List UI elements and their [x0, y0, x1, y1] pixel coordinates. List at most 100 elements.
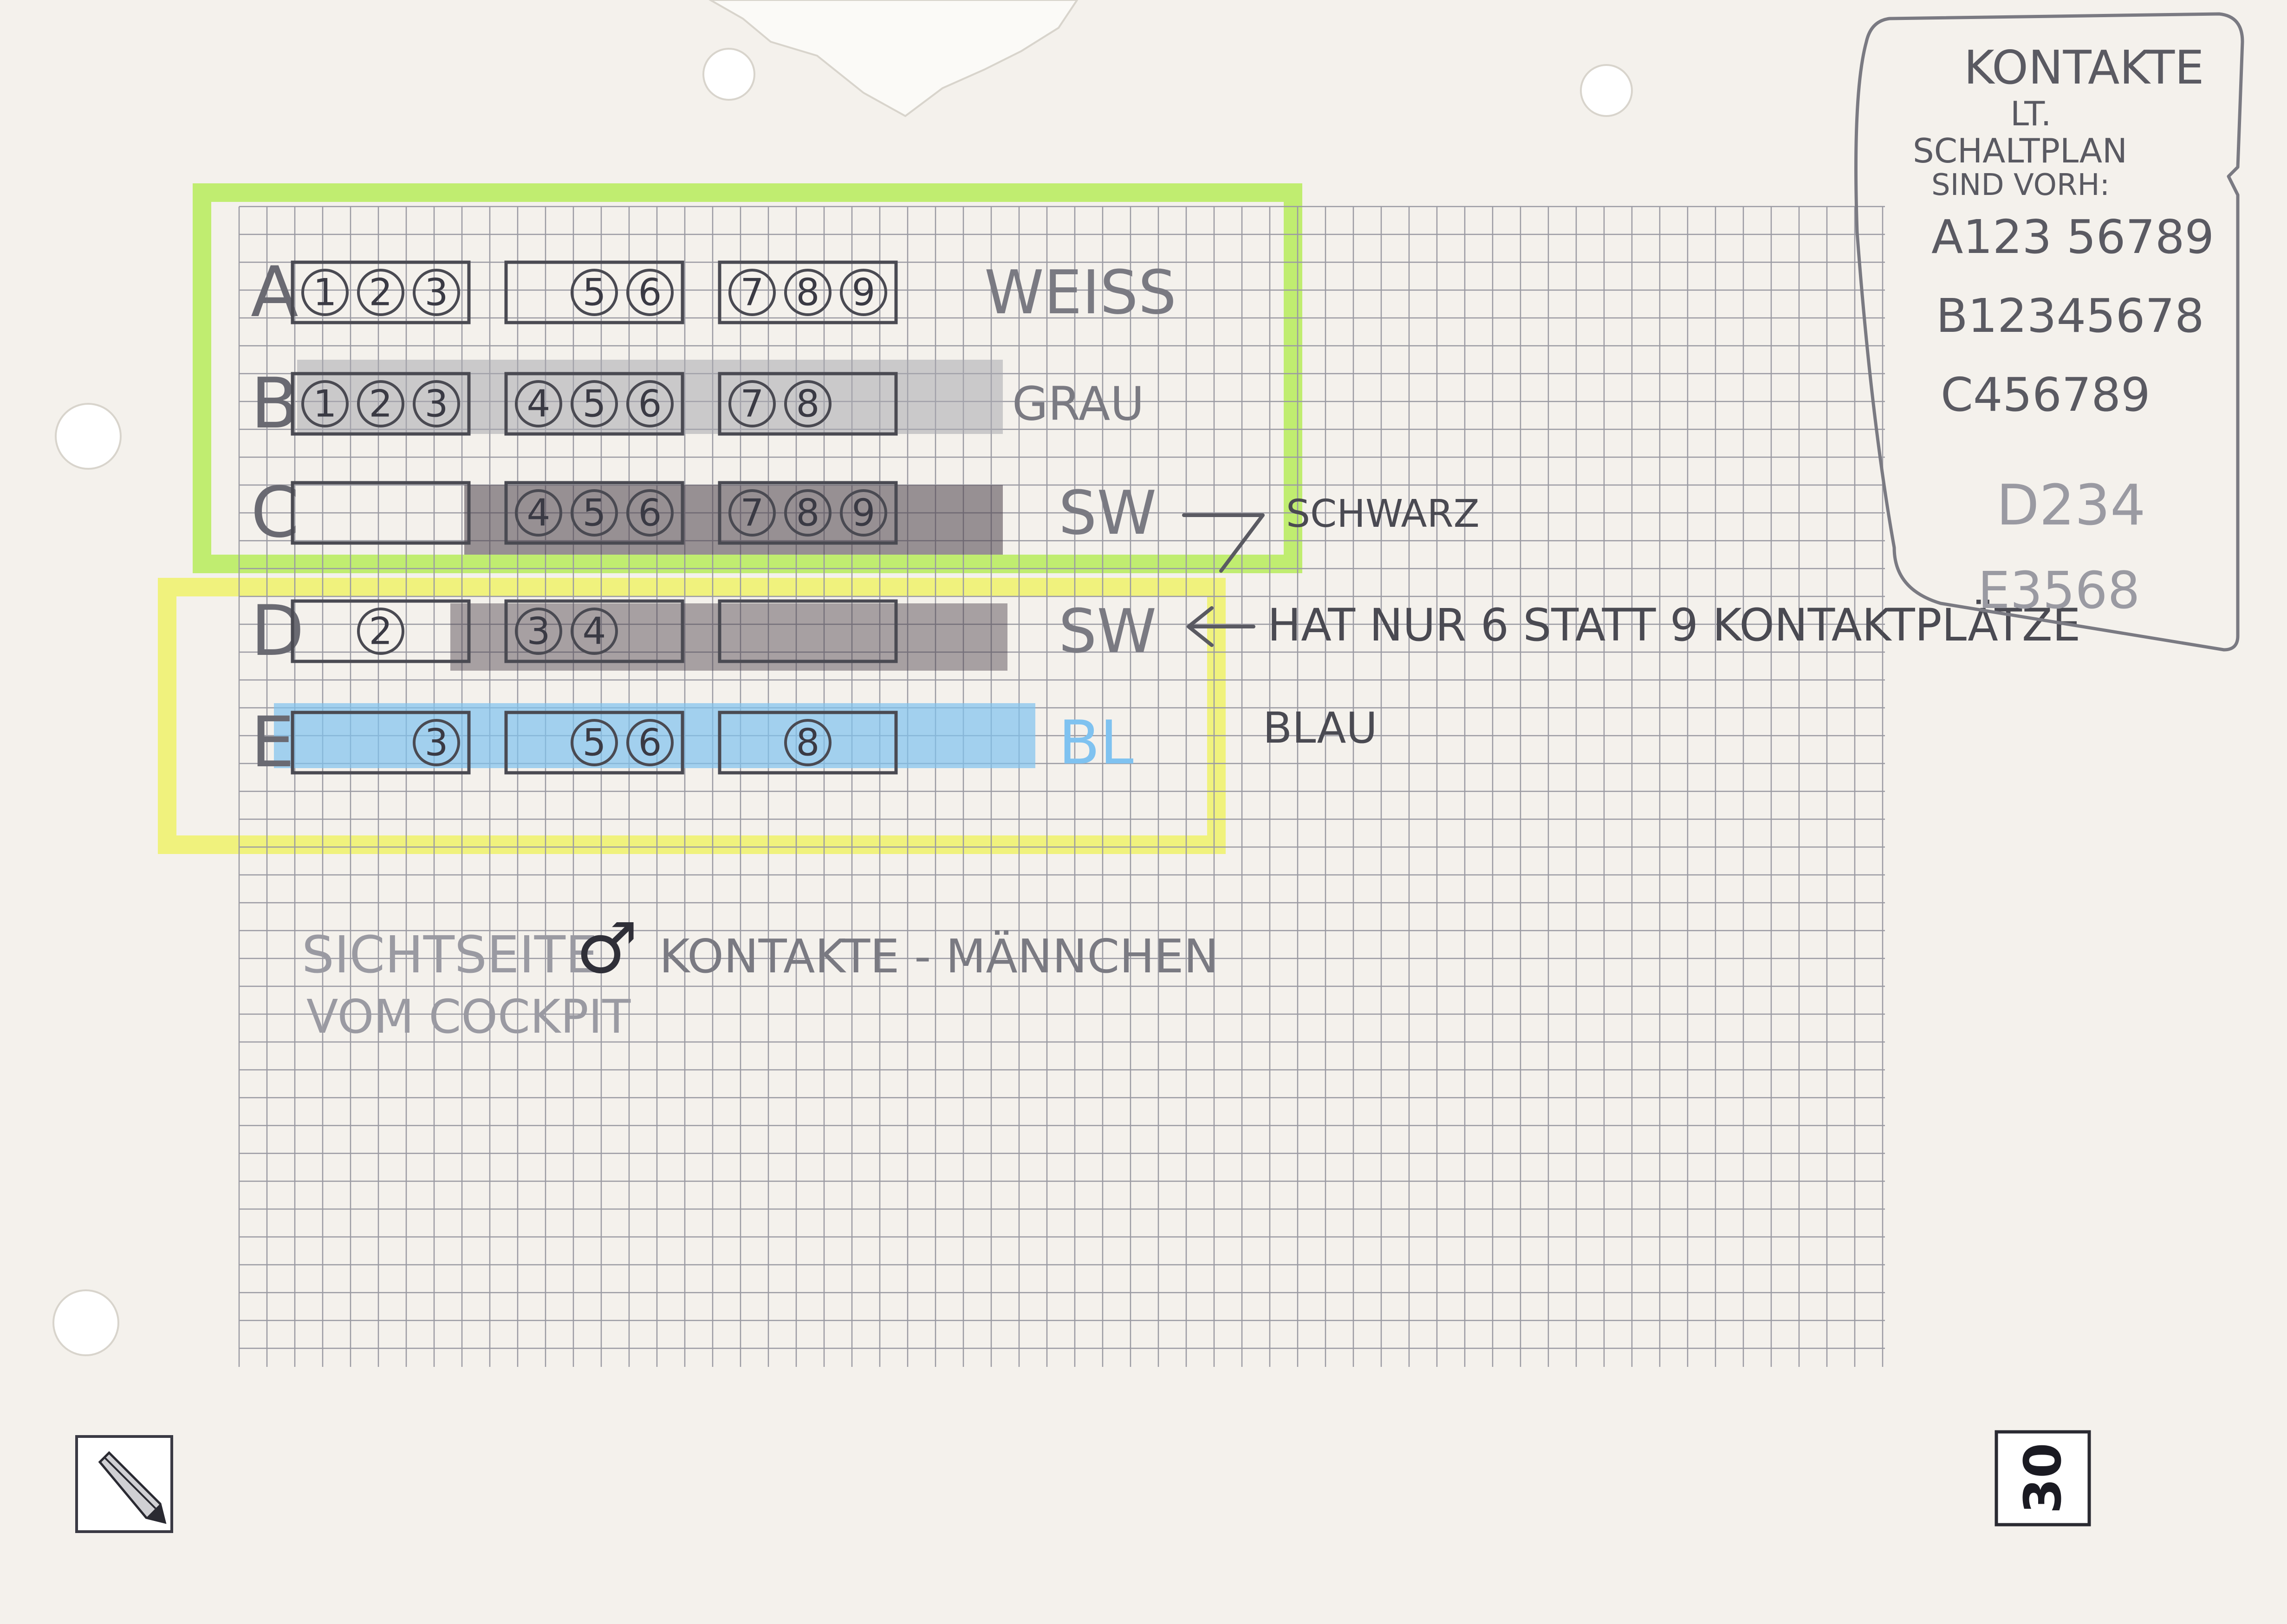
- contact-number: 5: [583, 271, 606, 314]
- row-color-label: WEISS: [984, 257, 1176, 328]
- contact-number: 3: [425, 721, 448, 764]
- contact-number: 8: [796, 271, 820, 314]
- contact-circle: [784, 380, 832, 427]
- contact-group-box: [291, 372, 471, 436]
- contact-group-box: [718, 372, 898, 436]
- punch-hole-left-upper: [55, 403, 122, 470]
- row-letter: E: [251, 702, 295, 783]
- contact-number: 4: [527, 492, 551, 535]
- note-line-c: C456789: [1941, 368, 2151, 422]
- contact-group-box: [504, 481, 684, 545]
- contact-number: 6: [638, 492, 662, 535]
- punch-hole-top-left: [702, 48, 755, 101]
- contact-circle: [626, 380, 674, 427]
- annotation-kontakte-maennchen: KONTAKTE - MÄNNCHEN: [659, 929, 1218, 983]
- contact-group-box: [718, 711, 898, 775]
- note-subtitle-3: SIND VORH:: [1931, 168, 2110, 202]
- contact-circle: [515, 608, 562, 655]
- annotation-vom-cockpit: VOM COCKPIT: [306, 990, 631, 1044]
- annotation-sichtseite: SICHTSEITE: [302, 925, 598, 984]
- contact-circle: [413, 269, 460, 316]
- note-subtitle-2: SCHALTPLAN: [1913, 131, 2127, 170]
- contact-group-box: [504, 372, 684, 436]
- arrow-to-hat-nur: [1187, 606, 1255, 647]
- row-color-label: SW: [1059, 596, 1156, 666]
- contact-group-box: [291, 260, 471, 324]
- contact-number: 1: [313, 271, 337, 314]
- pencil-icon-box: [75, 1435, 173, 1533]
- punch-hole-top-right: [1580, 64, 1633, 117]
- contact-group-box: [291, 711, 471, 775]
- note-title: KONTAKTE: [1964, 40, 2204, 95]
- contact-circle: [357, 380, 404, 427]
- contact-circle: [784, 489, 832, 537]
- row-letter: A: [251, 252, 299, 333]
- contact-circle: [728, 489, 776, 537]
- contact-circle: [571, 269, 618, 316]
- contact-circle: [728, 269, 776, 316]
- punch-hole-left-lower: [52, 1289, 119, 1356]
- contact-circle: [626, 719, 674, 766]
- contact-number: 1: [313, 382, 337, 426]
- contact-number: 7: [741, 271, 764, 314]
- note-line-d: D234: [1996, 473, 2145, 538]
- contact-number: 8: [796, 492, 820, 535]
- contact-circle: [413, 719, 460, 766]
- contact-number: 8: [796, 382, 820, 426]
- contact-number: 7: [741, 492, 764, 535]
- annotation-schwarz: SCHWARZ: [1286, 492, 1480, 536]
- row-color-label: GRAU: [1012, 377, 1144, 431]
- contact-circle: [784, 719, 832, 766]
- row-letter: D: [251, 591, 305, 672]
- contact-number: 5: [583, 492, 606, 535]
- contact-number: 4: [527, 382, 551, 426]
- torn-notch: [708, 0, 1079, 117]
- contact-number: 6: [638, 271, 662, 314]
- contact-number: 9: [852, 271, 876, 314]
- contact-number: 7: [741, 382, 764, 426]
- contact-number: 6: [638, 382, 662, 426]
- contact-circle: [301, 380, 349, 427]
- pencil-icon: [98, 1451, 167, 1524]
- contact-number: 3: [425, 382, 448, 426]
- contact-circle: [840, 269, 887, 316]
- green-crayon-frame: [193, 183, 1302, 573]
- contact-number: 3: [425, 271, 448, 314]
- row-d-dark-shading: [450, 603, 1007, 671]
- contact-circle: [357, 608, 404, 655]
- contact-number: 6: [638, 721, 662, 764]
- row-letter: B: [251, 363, 299, 444]
- contact-number: 9: [852, 492, 876, 535]
- contact-group-box: [291, 599, 471, 663]
- contact-number: 2: [369, 382, 393, 426]
- contact-group-box: [718, 260, 898, 324]
- contact-circle: [571, 489, 618, 537]
- contact-number: 5: [583, 382, 606, 426]
- note-line-e: E3568: [1978, 561, 2140, 620]
- row-color-label: SW: [1059, 478, 1156, 548]
- arrow-to-schwarz: [1182, 513, 1265, 573]
- note-box-outline: [1854, 12, 2244, 652]
- contact-circle: [626, 489, 674, 537]
- annotation-blau: BLAU: [1263, 703, 1377, 753]
- contact-circle: [626, 269, 674, 316]
- contact-circle: [301, 269, 349, 316]
- contact-number: 2: [369, 610, 393, 653]
- contact-circle: [515, 380, 562, 427]
- contact-number: 2: [369, 271, 393, 314]
- page-number-box: 30: [1995, 1430, 2091, 1527]
- contact-group-box: [504, 711, 684, 775]
- note-subtitle-1: LT.: [2010, 94, 2052, 133]
- contact-circle: [357, 269, 404, 316]
- contact-number: 8: [796, 721, 820, 764]
- contact-circle: [571, 380, 618, 427]
- contact-circle: [840, 489, 887, 537]
- note-line-b: B12345678: [1936, 289, 2204, 343]
- contact-group-box: [291, 481, 471, 545]
- contact-group-box: [504, 599, 684, 663]
